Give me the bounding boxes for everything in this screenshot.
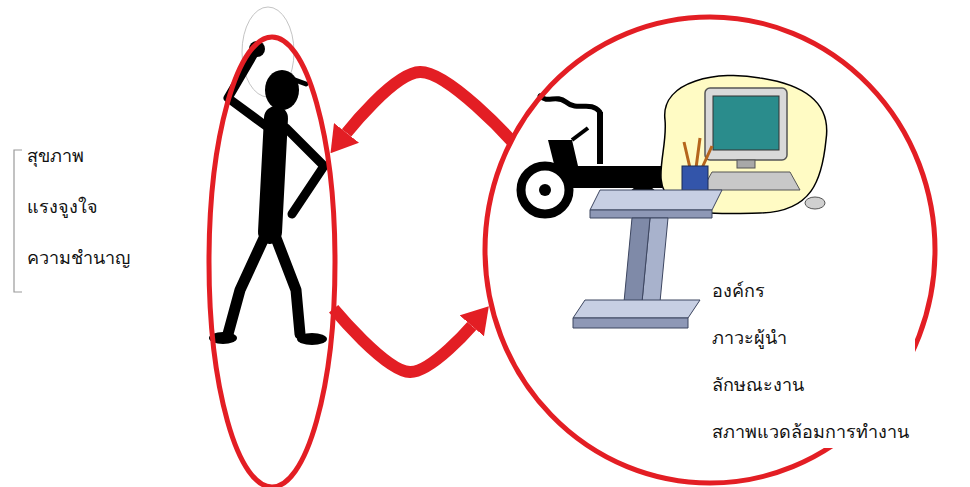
beam-flange (590, 210, 712, 218)
flow-arrow (347, 72, 512, 141)
computer-screen (713, 96, 779, 150)
bracket (14, 150, 22, 292)
i-beam (573, 190, 722, 328)
tractor-hub (539, 184, 551, 196)
tractor-steering (572, 128, 588, 140)
factor-list: สุขภาพแรงจูงใจความชำนาญ (27, 143, 130, 270)
tractor-smoke (540, 96, 600, 112)
figure-foot (297, 333, 327, 345)
ellipse-outline (206, 34, 338, 487)
factor-label: สุขภาพ (27, 143, 130, 168)
beam-flange (573, 318, 688, 328)
factor-label: สภาพแวดล้อมการทำงาน (712, 419, 909, 444)
computer-keyboard (702, 172, 800, 190)
computer-monitor (705, 88, 787, 160)
factor-label: ภาวะผู้นำ (712, 325, 909, 350)
tractor-wheel (521, 166, 569, 214)
figure-cap (284, 76, 306, 84)
figure-leg (228, 238, 264, 334)
figure-torso (270, 118, 276, 232)
tractor-exhaust (597, 112, 603, 164)
ellipse-outline (209, 37, 335, 487)
factor-label: ลักษณะงาน (712, 372, 909, 397)
figure-arm (286, 128, 324, 214)
factor-label: ความชำนาญ (27, 245, 130, 270)
factor-list: องค์กรภาวะผู้นำลักษณะงานสภาพแวดล้อมการทำ… (706, 274, 915, 448)
beam-flange (590, 190, 722, 210)
flow-arrow (334, 309, 472, 372)
ellipse-outline (485, 17, 935, 483)
factor-label: องค์กร (712, 278, 909, 303)
pen-set (684, 138, 712, 168)
computer-stand (737, 160, 755, 168)
beam-web (624, 218, 650, 302)
computer-mouse (805, 197, 825, 209)
factor-ellipse: องค์กรภาวะผู้นำลักษณะงานสภาพแวดล้อมการทำ… (482, 14, 938, 486)
beam-flange (573, 300, 700, 318)
factor-label: แรงจูงใจ (27, 194, 130, 219)
factor-ellipse: สุขภาพแรงจูงใจความชำนาญ (206, 34, 338, 487)
figure-leg (276, 238, 300, 334)
